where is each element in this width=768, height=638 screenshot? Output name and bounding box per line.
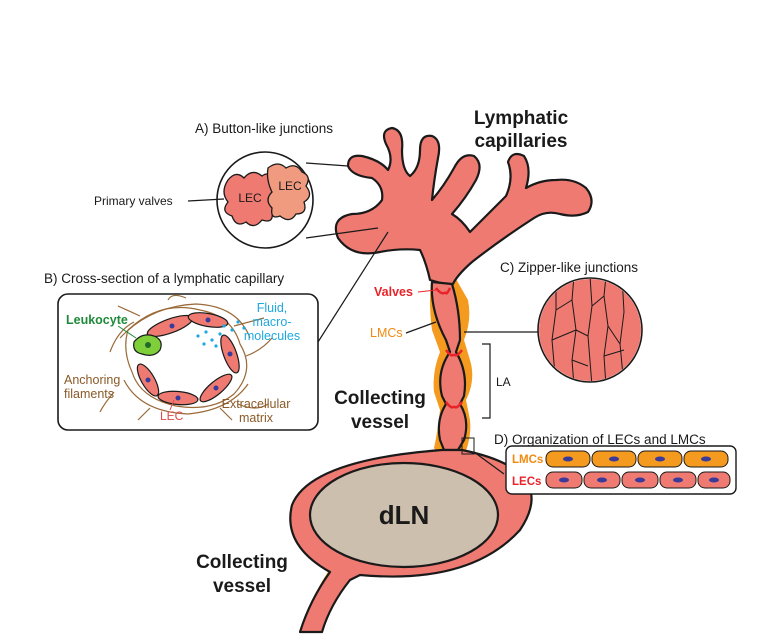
lec-a1-label: LEC (238, 191, 262, 205)
d-lecs-label: LECs (512, 476, 541, 488)
primary-valves-label: Primary valves (94, 194, 173, 208)
dln-label: dLN (379, 500, 430, 530)
panel-b: B) Cross-section of a lymphatic capillar… (44, 231, 389, 431)
collecting-vessel-bottom-label-1: Collecting (196, 552, 288, 573)
collecting-vessel-bottom-label-2: vessel (213, 576, 271, 597)
panel-b-title: B) Cross-section of a lymphatic capillar… (44, 271, 284, 286)
la-label: LA (496, 375, 511, 389)
lec-b-label: LEC (160, 409, 184, 423)
ecm-label-1: Extracellular (222, 397, 291, 411)
panel-a-title: A) Button-like junctions (195, 121, 333, 136)
lymphatic-capillaries-label-1: Lymphatic (474, 108, 569, 129)
lmcs-label: LMCs (370, 326, 403, 340)
panel-c-title: C) Zipper-like junctions (500, 260, 638, 275)
lec-a2-label: LEC (278, 179, 302, 193)
panel-c: C) Zipper-like junctions (464, 260, 643, 383)
anchoring-label-2: filaments (64, 387, 114, 401)
fluid-label-1: Fluid, (257, 301, 288, 315)
panel-b-box (57, 293, 319, 431)
zipper-junction-cells (539, 279, 641, 381)
anchoring-filaments (99, 294, 273, 421)
fluid-label-3: molecules (244, 329, 300, 343)
panel-a: A) Button-like junctions LEC LEC Primary… (94, 121, 379, 249)
lymphatic-vessel-tree: dLN (289, 126, 593, 634)
leukocyte-label: Leukocyte (66, 313, 128, 327)
lec-cell-2 (266, 163, 311, 221)
panel-d-zoom-box (461, 437, 475, 455)
cell-nuclei (559, 456, 719, 483)
panel-d: D) Organization of LECs and LMCs LMCs LE… (461, 432, 737, 495)
panel-d-title: D) Organization of LECs and LMCs (494, 432, 706, 447)
anchoring-label-1: Anchoring (64, 373, 120, 387)
collecting-vessel-label-2: vessel (351, 412, 409, 433)
fluid-particles (196, 320, 246, 348)
valves-marks (435, 287, 463, 409)
fluid-label-2: macro- (253, 315, 292, 329)
dln-node (308, 461, 500, 569)
lymphatic-capillaries-label-2: capillaries (475, 131, 568, 152)
capillary-tree-shape (334, 126, 593, 288)
la-bracket (482, 343, 491, 419)
ecm-label-2: matrix (239, 411, 274, 425)
lec-nuclei (145, 317, 233, 401)
collecting-vessel-label-1: Collecting (334, 388, 426, 409)
valves-label: Valves (374, 285, 413, 299)
d-lmcs-label: LMCs (512, 454, 543, 466)
